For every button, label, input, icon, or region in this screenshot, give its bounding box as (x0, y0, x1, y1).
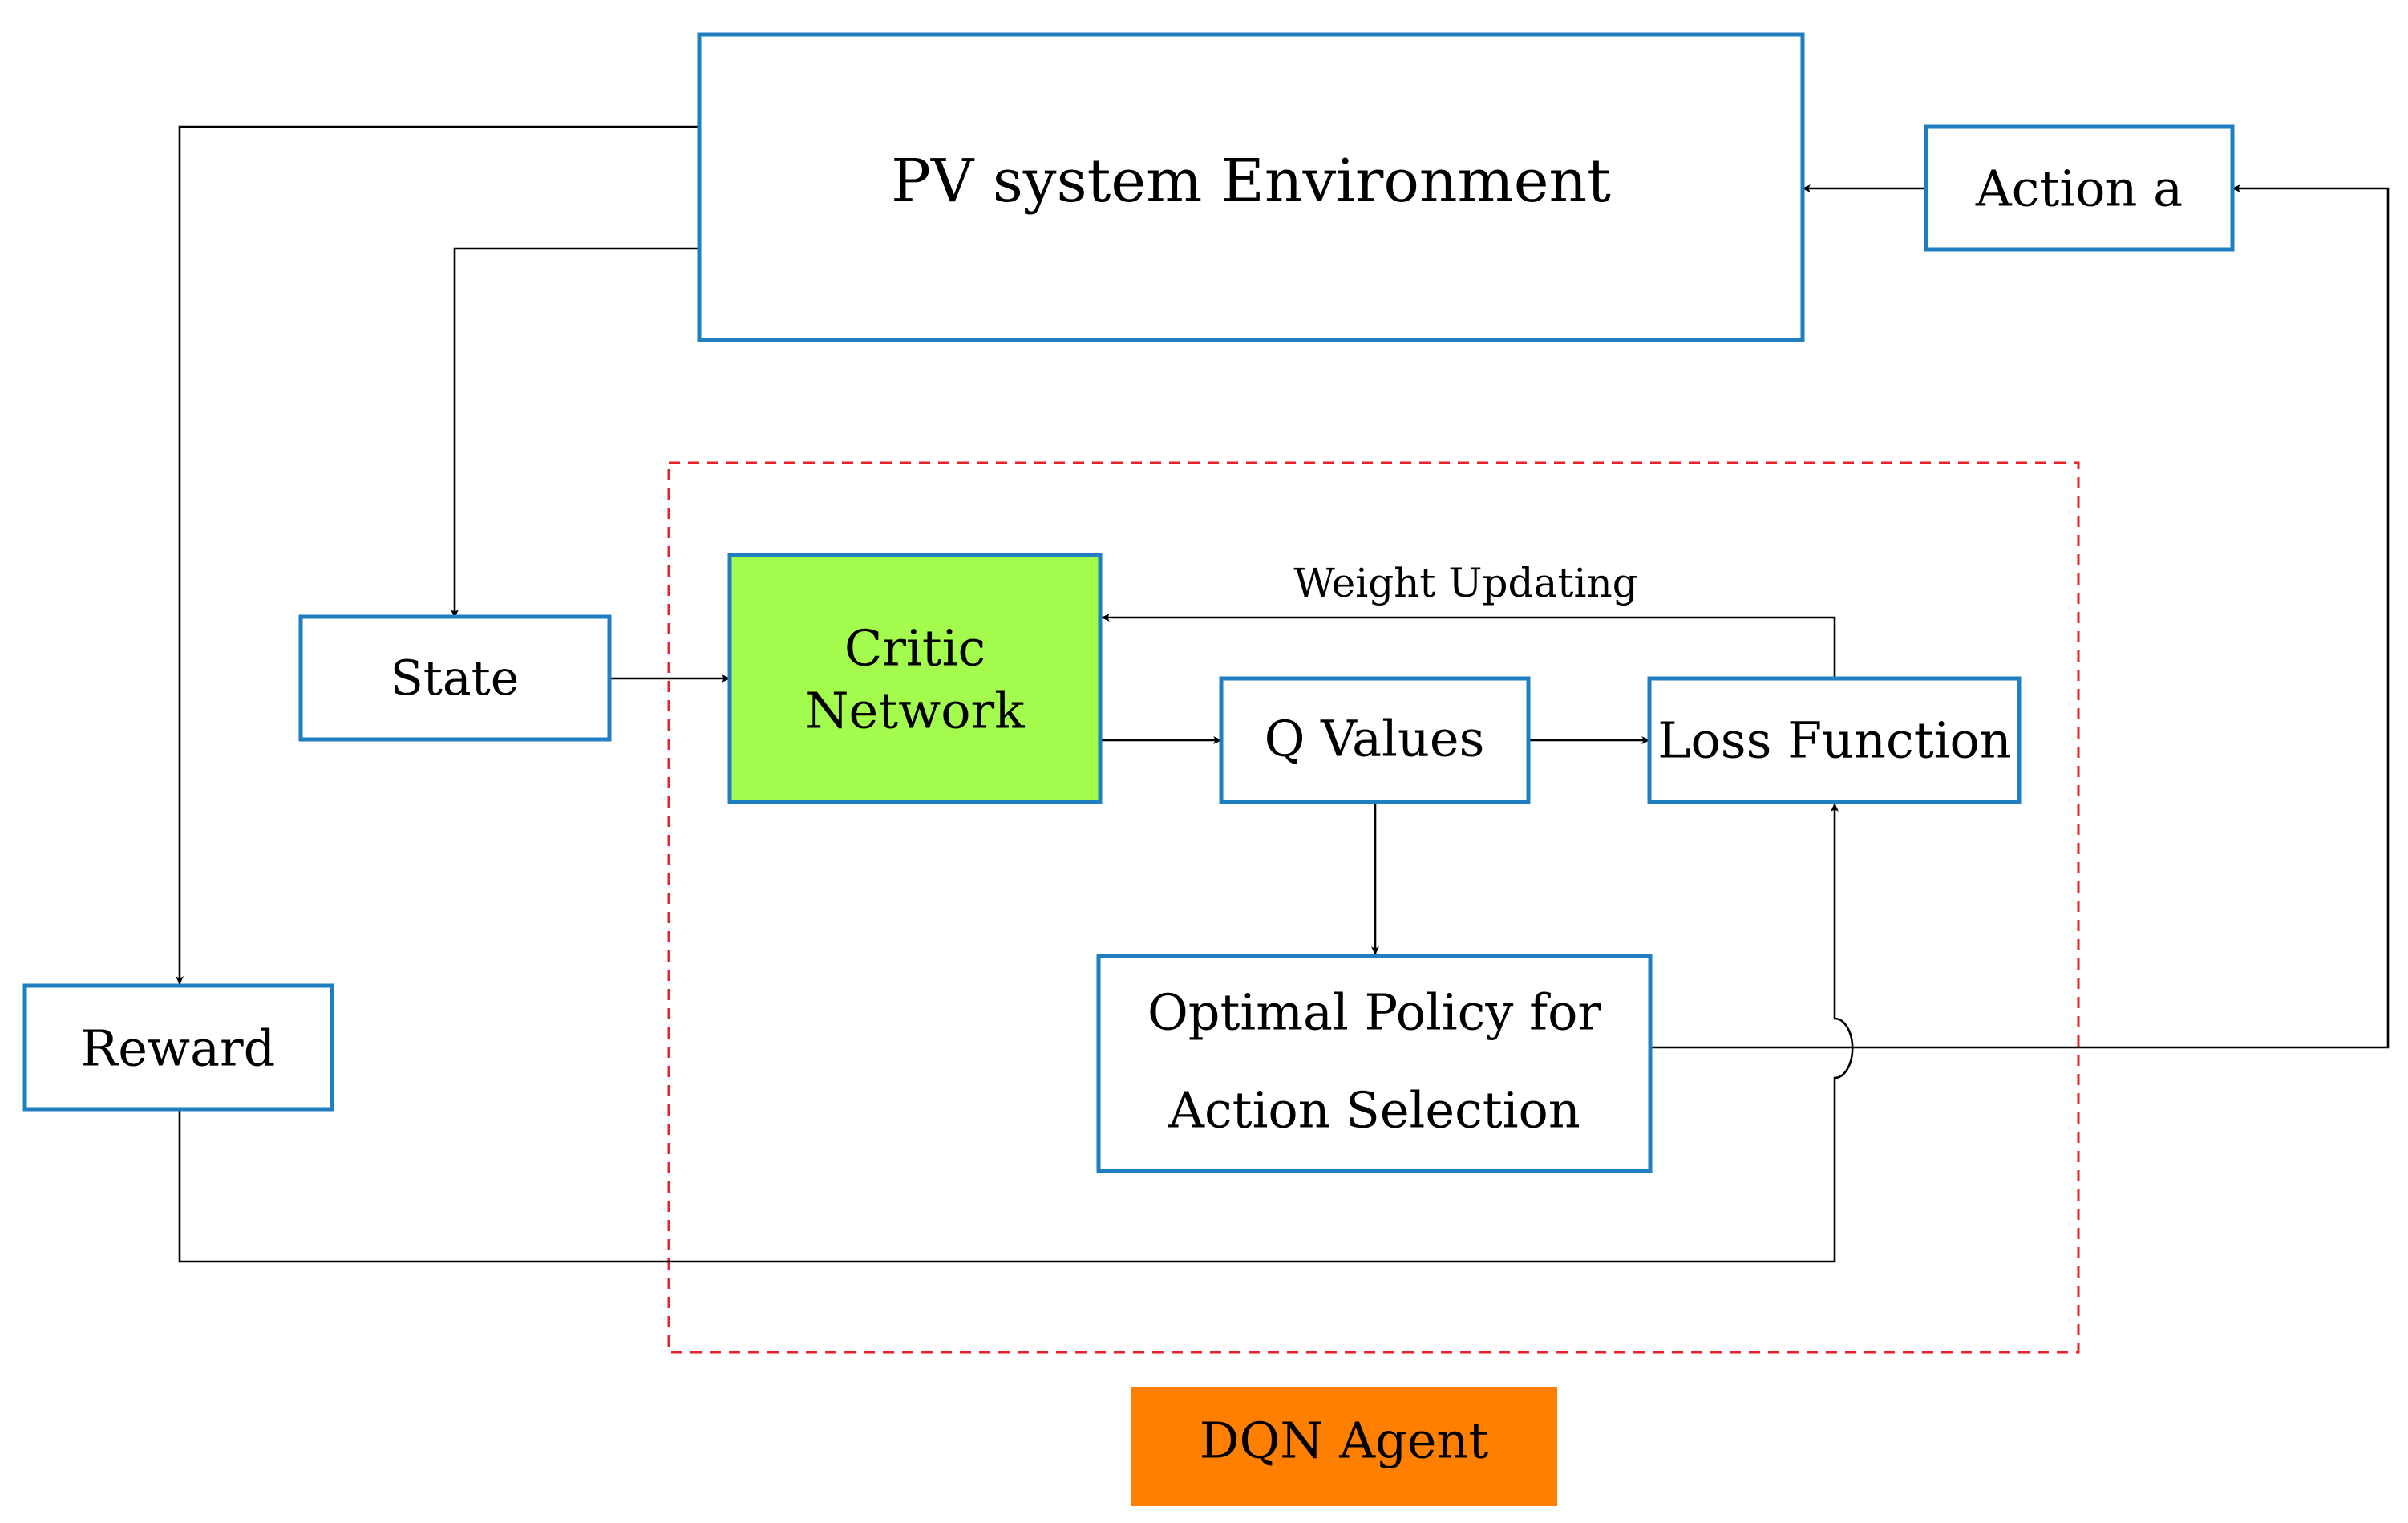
critic-network-node: Critic Network (727, 553, 1103, 804)
reward-label: Reward (81, 1019, 276, 1078)
edge-environment-to-reward (176, 125, 699, 985)
policy-node: Optimal Policy for Action Selection (1096, 954, 1653, 1173)
dqn-agent-region (667, 461, 2080, 1354)
loss-function-label: Loss Function (1657, 711, 2011, 770)
edge-environment-to-state (451, 247, 699, 618)
action-label: Action a (1975, 160, 2183, 218)
critic-label-line1: Critic (844, 619, 985, 678)
edge-policy-to-action (1650, 184, 2390, 1049)
dqn-agent-badge: DQN Agent (1131, 1387, 1557, 1506)
dqn-agent-label: DQN Agent (1200, 1412, 1489, 1470)
reward-node: Reward (22, 983, 334, 1112)
policy-label-line1: Optimal Policy for (1147, 983, 1601, 1042)
weight-updating-label: Weight Updating (1293, 560, 1637, 606)
edge-reward-to-loss (178, 803, 1854, 1263)
q-values-label: Q Values (1265, 710, 1485, 768)
edge-loss-to-critic (1101, 614, 1836, 678)
q-values-node: Q Values (1219, 676, 1531, 804)
critic-label-line2: Network (805, 682, 1025, 740)
policy-label-line2: Action Selection (1168, 1081, 1580, 1140)
state-label: State (391, 650, 520, 707)
state-node: State (298, 614, 612, 742)
environment-node: PV system Environment (697, 32, 1805, 342)
loss-function-node: Loss Function (1647, 676, 2022, 804)
action-node: Action a (1924, 124, 2235, 252)
environment-label: PV system Environment (891, 147, 1611, 216)
